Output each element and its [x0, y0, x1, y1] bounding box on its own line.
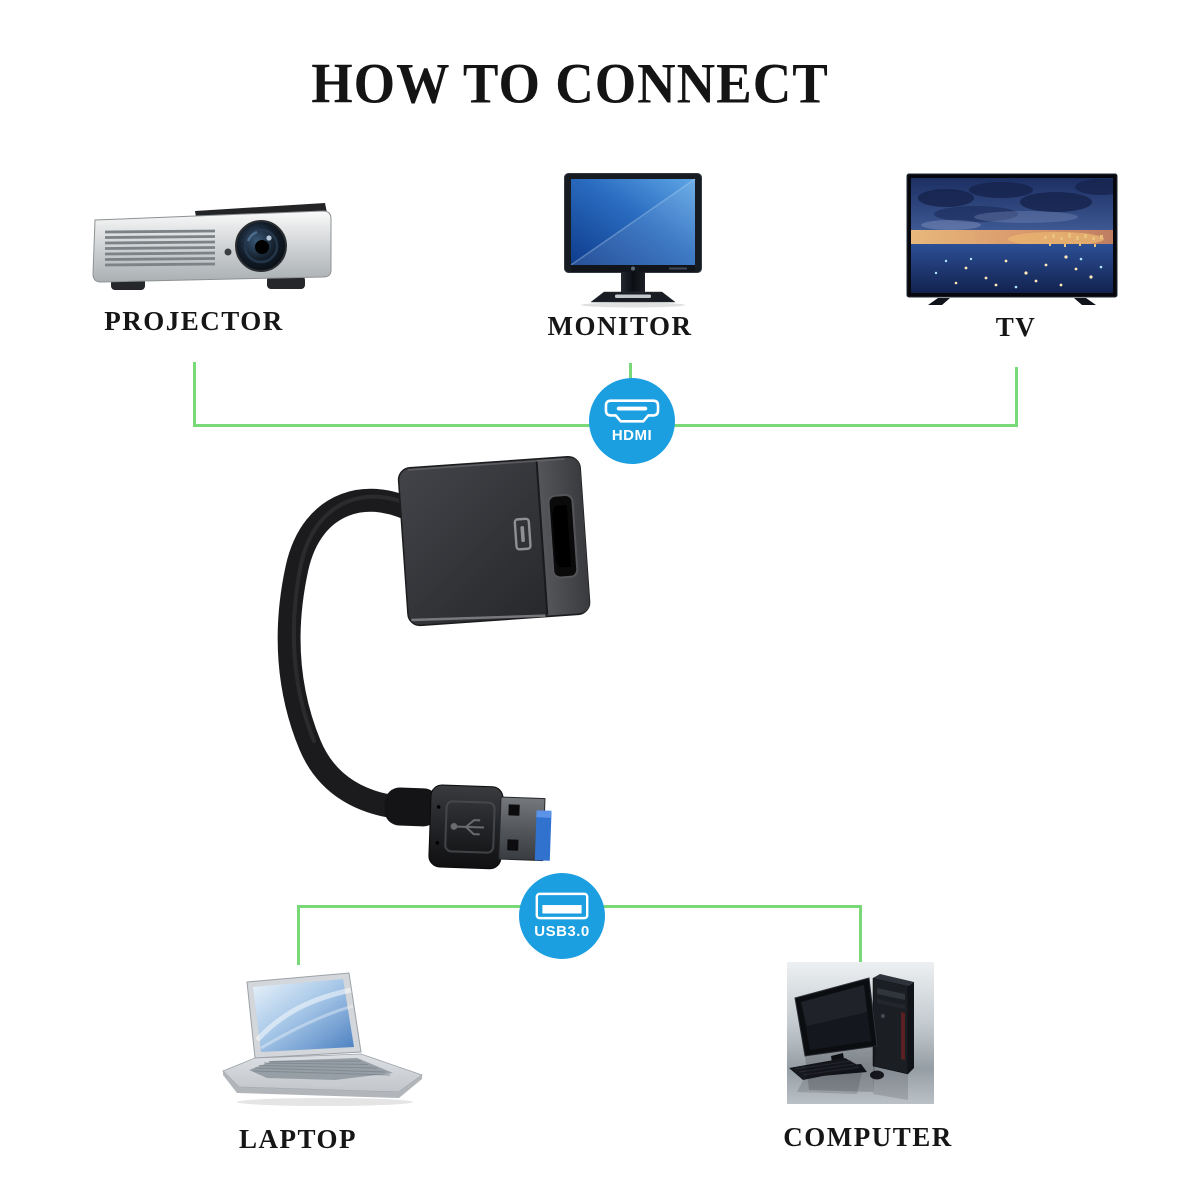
page-title: HOW TO CONNECT: [311, 51, 829, 116]
laptop-label: LAPTOP: [238, 1124, 358, 1154]
tv-image: [906, 173, 1118, 306]
tv-illustration: [906, 173, 1118, 305]
projector-illustration: [92, 203, 332, 290]
hdmi-port-icon: [604, 399, 660, 423]
hdmi-badge-label: HDMI: [611, 427, 653, 444]
adapter-illustration: [277, 455, 591, 870]
usb-blue-tab: [534, 810, 552, 861]
computer-image: [787, 962, 934, 1104]
monitor-illustration: [564, 173, 702, 308]
projector-connection-line-vertical: [193, 362, 196, 427]
computer-label: COMPUTER: [783, 1122, 953, 1152]
usb-to-hdmi-adapter-image: [270, 440, 600, 880]
laptop-connection-line-vertical: [297, 905, 300, 965]
usb-port-icon: [535, 892, 589, 920]
adapter-body: [397, 455, 591, 627]
monitor-connection-line-vertical: [629, 363, 632, 388]
laptop-image: [215, 968, 430, 1108]
computer-illustration: [787, 962, 934, 1104]
monitor-image: [563, 172, 703, 308]
tv-label: TV: [995, 312, 1037, 342]
monitor-label: MONITOR: [547, 311, 693, 341]
hdmi-connector-badge: HDMI: [589, 378, 675, 464]
printed-hdmi-logo-icon: [513, 517, 532, 551]
usb-male-plug: [384, 784, 552, 870]
computer-connection-line-vertical: [859, 905, 862, 965]
adapter-cable: [277, 488, 432, 820]
tv-connection-line-vertical: [1015, 367, 1018, 427]
projector-label: PROJECTOR: [104, 306, 284, 336]
laptop-illustration: [222, 972, 423, 1106]
usb-trident-logo: [450, 819, 484, 836]
projector-image: [85, 198, 335, 298]
usb-badge-label: USB3.0: [534, 923, 590, 940]
usb-connector-badge: USB3.0: [519, 873, 605, 959]
